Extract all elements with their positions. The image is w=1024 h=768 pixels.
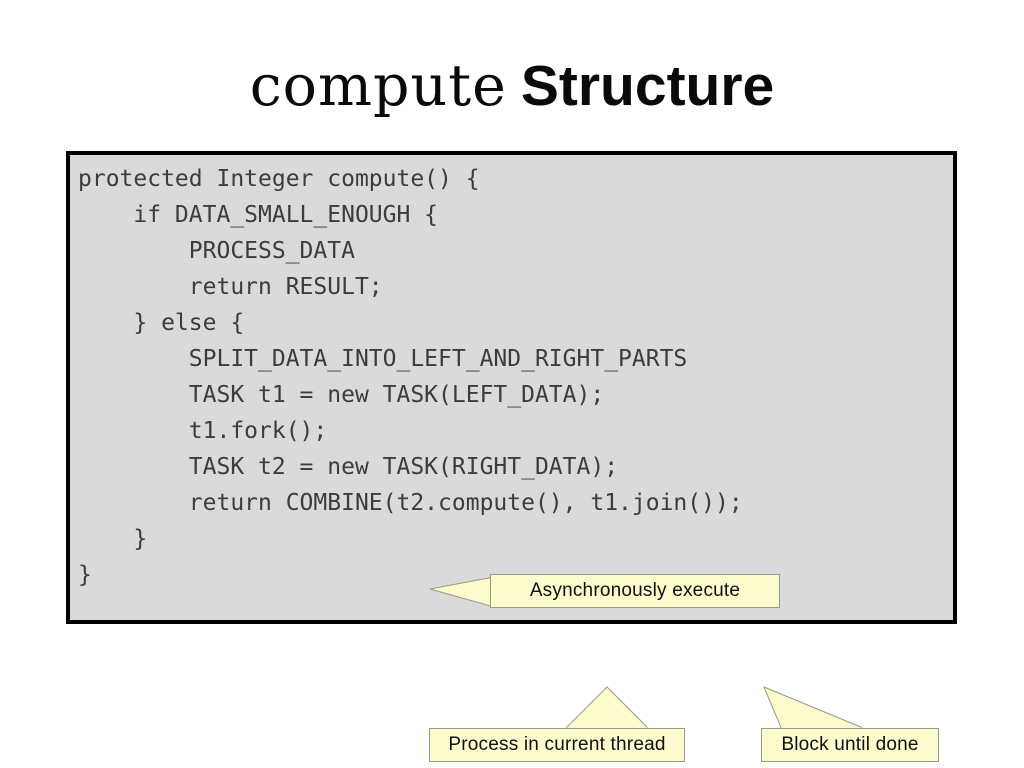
- callout-label: Process in current thread: [448, 734, 666, 755]
- code-line: }: [78, 526, 148, 552]
- code-line: } else {: [78, 310, 245, 336]
- callout-asynchronously-execute: Asynchronously execute: [490, 574, 780, 608]
- code-line: SPLIT_DATA_INTO_LEFT_AND_RIGHT_PARTS: [78, 346, 688, 372]
- callout-tail-asynchronously-execute: [429, 576, 495, 608]
- code-line: TASK t2 = new TASK(RIGHT_DATA);: [78, 454, 619, 480]
- callout-tail-process-in-current-thread: [562, 686, 652, 731]
- callout-tail-block-until-done: [763, 686, 869, 731]
- callout-process-in-current-thread: Process in current thread: [429, 728, 685, 762]
- code-listing: protected Integer compute() { if DATA_SM…: [78, 161, 743, 593]
- code-line: TASK t1 = new TASK(LEFT_DATA);: [78, 382, 605, 408]
- code-line: protected Integer compute() {: [78, 166, 480, 192]
- code-line: return COMBINE(t2.compute(), t1.join());: [78, 490, 743, 516]
- code-line: t1.fork();: [78, 418, 328, 444]
- callout-block-until-done: Block until done: [761, 728, 939, 762]
- page-title-suffix: Structure: [520, 54, 775, 118]
- callout-label: Asynchronously execute: [529, 580, 741, 601]
- callout-label: Block until done: [781, 734, 919, 755]
- code-line: }: [78, 562, 92, 588]
- code-line: if DATA_SMALL_ENOUGH {: [78, 202, 439, 228]
- code-panel: protected Integer compute() { if DATA_SM…: [66, 151, 957, 762]
- code-line: return RESULT;: [78, 274, 383, 300]
- code-line: PROCESS_DATA: [78, 238, 355, 264]
- page-title-method-name: compute: [249, 53, 507, 119]
